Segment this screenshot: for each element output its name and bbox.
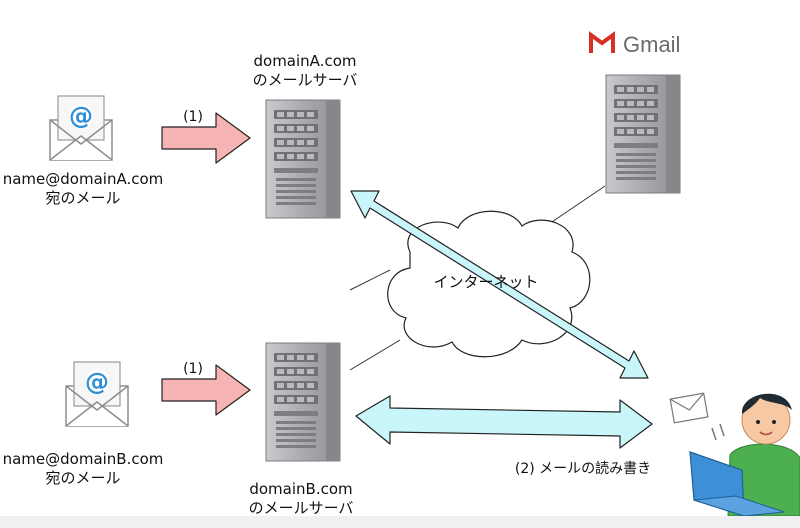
step-a-label: (1) bbox=[183, 109, 203, 125]
server-a-label: domainA.com のメールサーバ bbox=[240, 52, 370, 90]
mail-a-envelope-icon bbox=[49, 95, 113, 161]
link-serverb-line bbox=[349, 339, 401, 371]
server-a-domain: domainA.com bbox=[253, 52, 357, 70]
server-b-caption: のメールサーバ bbox=[248, 499, 354, 517]
mail-b-envelope-icon bbox=[65, 361, 129, 427]
gmail-wordmark: Gmail bbox=[623, 32, 680, 57]
gmail-server-icon bbox=[605, 74, 681, 194]
server-b-icon bbox=[265, 342, 341, 462]
footer-strip bbox=[0, 516, 800, 528]
server-a-icon bbox=[265, 99, 341, 219]
server-a-caption: のメールサーバ bbox=[252, 71, 358, 89]
mail-a-caption: 宛のメール bbox=[45, 189, 121, 207]
diagonal-double-arrow bbox=[350, 190, 649, 379]
mail-b-caption: 宛のメール bbox=[45, 469, 121, 487]
server-b-label: domainB.com のメールサーバ bbox=[236, 480, 366, 518]
step-b-label: (1) bbox=[183, 361, 203, 377]
read-write-label: (2) メールの読み書き bbox=[514, 461, 652, 477]
server-b-domain: domainB.com bbox=[249, 480, 353, 498]
mail-a-address: name@domainA.com bbox=[2, 170, 164, 188]
person-with-laptop-icon bbox=[669, 392, 800, 517]
gmail-logo: Gmail bbox=[589, 31, 680, 57]
link-serverb-internet bbox=[349, 269, 391, 291]
mail-b-label: name@domainB.com 宛のメール bbox=[0, 450, 166, 488]
mail-b-address: name@domainB.com bbox=[2, 450, 164, 468]
arrow-a bbox=[161, 112, 251, 164]
mail-a-label: name@domainA.com 宛のメール bbox=[0, 170, 166, 208]
horizontal-double-arrow bbox=[355, 395, 653, 449]
internet-label: インターネット bbox=[433, 273, 539, 291]
arrow-b bbox=[161, 364, 251, 416]
